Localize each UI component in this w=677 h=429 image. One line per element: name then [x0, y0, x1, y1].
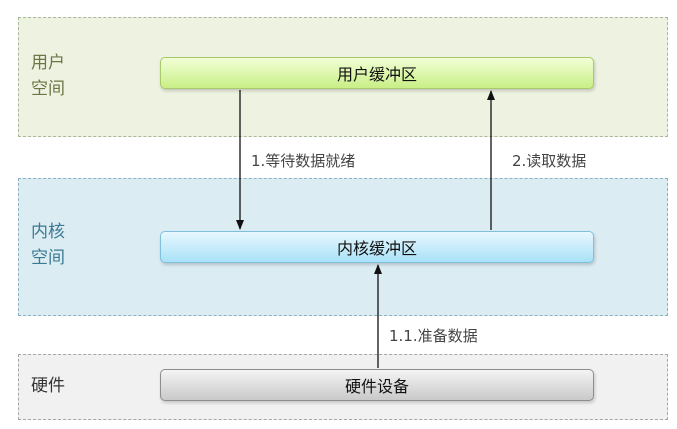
kernel-space-label: 内核 空间 — [31, 222, 65, 268]
step-prepare-label: 1.1.准备数据 — [389, 327, 478, 345]
user-space-label: 用户 空间 — [31, 53, 65, 99]
step-read-label: 2.读取数据 — [512, 152, 587, 170]
hardware-device-box: 硬件设备 — [160, 369, 594, 401]
step-wait-label: 1.等待数据就绪 — [251, 152, 356, 170]
kernel-buffer-box: 内核缓冲区 — [160, 231, 594, 263]
hardware-label: 硬件 — [31, 376, 65, 396]
user-buffer-box: 用户缓冲区 — [160, 57, 594, 89]
